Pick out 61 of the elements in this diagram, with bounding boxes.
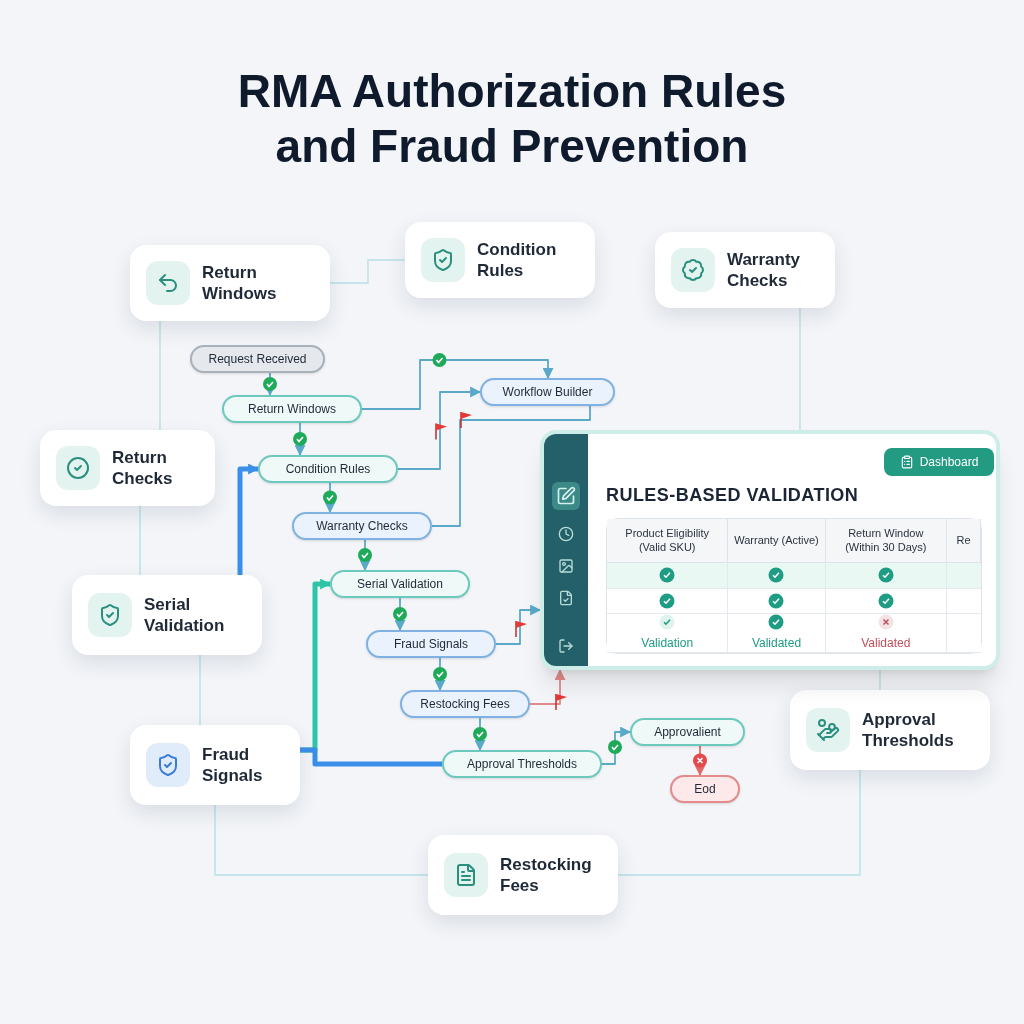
- connector-line: [199, 654, 201, 726]
- status-text: Validated: [861, 635, 911, 652]
- arrow: [324, 482, 336, 514]
- arrow: [361, 359, 554, 410]
- table-header-cell: Return Window (Within 30 Days): [825, 519, 947, 563]
- arrow: [237, 463, 260, 575]
- connector-line: [139, 505, 141, 576]
- dashboard-button: Dashboard: [884, 448, 994, 476]
- arrow: [495, 604, 542, 645]
- card-title: Return Checks: [112, 446, 174, 490]
- step-pill: Eod: [670, 775, 740, 803]
- validation-panel: [540, 430, 1000, 670]
- diagram-title: RMA Authorization Rules and Fraud Prevention: [236, 64, 788, 175]
- arrow: [529, 668, 566, 705]
- connector-line: [159, 320, 161, 431]
- rule-card: [40, 430, 215, 506]
- table-header-cell: Warranty (Active): [728, 519, 826, 563]
- card-title: Approval Thresholds: [862, 708, 955, 752]
- connector-line: [329, 259, 406, 284]
- connector-line: [431, 405, 591, 527]
- arrow: [294, 422, 306, 457]
- step-pill: Request Received: [190, 345, 325, 373]
- card-title: Restocking Fees: [500, 853, 593, 897]
- step-pill: Return Windows: [222, 395, 362, 423]
- rule-card: [72, 575, 262, 655]
- rule-card: [405, 222, 595, 298]
- rule-card: [790, 690, 990, 770]
- step-pill: Condition Rules: [258, 455, 398, 483]
- arrow: [474, 717, 486, 752]
- step-pill: Restocking Fees: [400, 690, 530, 718]
- status-text: Validation: [641, 635, 694, 652]
- rule-card: [428, 835, 618, 915]
- step-pill: Fraud Signals: [366, 630, 496, 658]
- card-title: Condition Rules: [477, 238, 558, 282]
- arrow: [394, 597, 406, 632]
- rule-card: [130, 245, 330, 321]
- step-pill: Serial Validation: [330, 570, 470, 598]
- table-header-cell: Product Eligibility (Valid SKU): [607, 519, 729, 563]
- rule-card: [655, 232, 835, 308]
- rule-card: [130, 725, 300, 805]
- arrow: [601, 726, 632, 765]
- card-title: Warranty Checks: [727, 248, 802, 292]
- connector-line: [214, 804, 429, 876]
- arrow: [694, 745, 706, 777]
- panel-title: RULES-BASED VALIDATION: [606, 484, 859, 507]
- connector-line: [879, 669, 881, 691]
- table-header-cell: Re: [947, 519, 981, 563]
- connector-line: [617, 769, 861, 876]
- status-text: Validated: [751, 635, 802, 652]
- card-title: Fraud Signals: [202, 743, 264, 787]
- connector-line: [799, 307, 801, 431]
- card-title: Serial Validation: [144, 593, 226, 637]
- step-pill: Workflow Builder: [480, 378, 615, 406]
- arrow: [397, 386, 482, 470]
- arrow: [359, 539, 371, 572]
- step-pill: Warranty Checks: [292, 512, 432, 540]
- step-pill: Approval Thresholds: [442, 750, 602, 778]
- card-title: Return Windows: [202, 261, 278, 305]
- step-pill: Approvalient: [630, 718, 745, 746]
- connector-line: [300, 747, 442, 767]
- arrow: [434, 657, 446, 692]
